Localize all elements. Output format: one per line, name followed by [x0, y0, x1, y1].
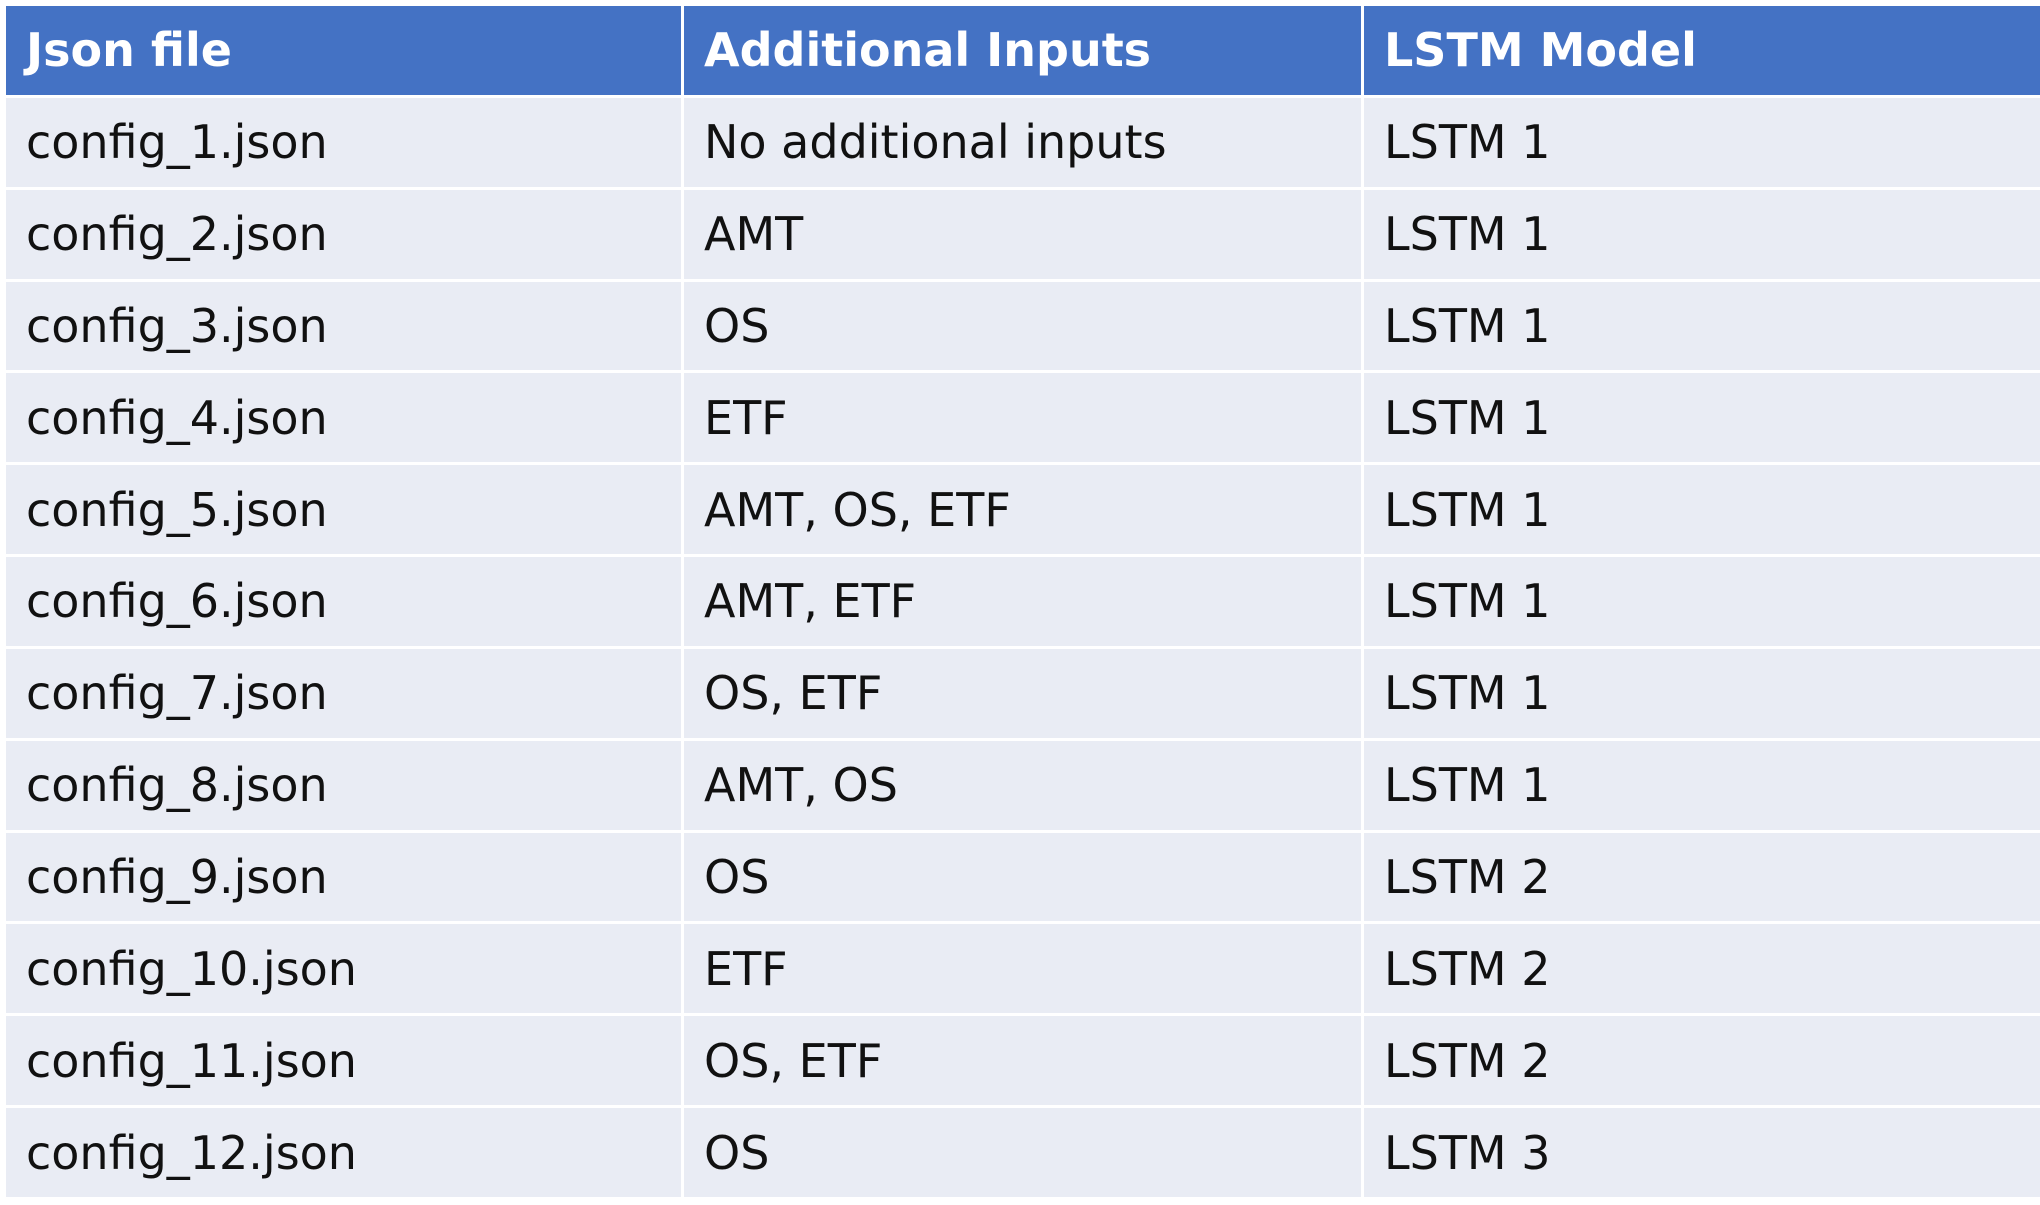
- table-cell-additional-inputs: ETF: [684, 924, 1361, 1014]
- table-cell-additional-inputs: OS, ETF: [684, 648, 1361, 738]
- table-cell-additional-inputs: ETF: [684, 373, 1361, 463]
- table-cell-lstm-model: LSTM 1: [1364, 97, 2040, 187]
- table-cell-json-file: config_2.json: [6, 189, 681, 279]
- table-cell-lstm-model: LSTM 1: [1364, 281, 2040, 371]
- header-additional-inputs: Additional Inputs: [684, 6, 1361, 95]
- table-cell-lstm-model: LSTM 2: [1364, 924, 2040, 1014]
- table-cell-lstm-model: LSTM 2: [1364, 832, 2040, 922]
- table-cell-lstm-model: LSTM 1: [1364, 373, 2040, 463]
- table-cell-json-file: config_9.json: [6, 832, 681, 922]
- table-cell-json-file: config_10.json: [6, 924, 681, 1014]
- table-cell-lstm-model: LSTM 1: [1364, 740, 2040, 830]
- table-cell-additional-inputs: OS: [684, 281, 1361, 371]
- table-cell-json-file: config_4.json: [6, 373, 681, 463]
- table-cell-json-file: config_7.json: [6, 648, 681, 738]
- table-cell-json-file: config_6.json: [6, 557, 681, 646]
- header-json-file: Json file: [6, 6, 681, 95]
- config-table: Json file Additional Inputs LSTM Model c…: [6, 6, 2040, 1197]
- table-cell-json-file: config_3.json: [6, 281, 681, 371]
- table-cell-lstm-model: LSTM 1: [1364, 648, 2040, 738]
- table-cell-json-file: config_1.json: [6, 97, 681, 187]
- table-cell-additional-inputs: AMT: [684, 189, 1361, 279]
- header-lstm-model: LSTM Model: [1364, 6, 2040, 95]
- table-cell-additional-inputs: No additional inputs: [684, 97, 1361, 187]
- table-cell-additional-inputs: OS, ETF: [684, 1016, 1361, 1106]
- table-cell-lstm-model: LSTM 1: [1364, 189, 2040, 279]
- table-cell-json-file: config_5.json: [6, 465, 681, 555]
- table-cell-additional-inputs: AMT, OS, ETF: [684, 465, 1361, 555]
- table-cell-json-file: config_11.json: [6, 1016, 681, 1106]
- table-cell-additional-inputs: AMT, OS: [684, 740, 1361, 830]
- table-cell-json-file: config_8.json: [6, 740, 681, 830]
- table-cell-json-file: config_12.json: [6, 1108, 681, 1197]
- table-cell-lstm-model: LSTM 1: [1364, 557, 2040, 646]
- table-cell-additional-inputs: AMT, ETF: [684, 557, 1361, 646]
- table-cell-additional-inputs: OS: [684, 832, 1361, 922]
- table-cell-additional-inputs: OS: [684, 1108, 1361, 1197]
- table-cell-lstm-model: LSTM 2: [1364, 1016, 2040, 1106]
- table-cell-lstm-model: LSTM 3: [1364, 1108, 2040, 1197]
- table-cell-lstm-model: LSTM 1: [1364, 465, 2040, 555]
